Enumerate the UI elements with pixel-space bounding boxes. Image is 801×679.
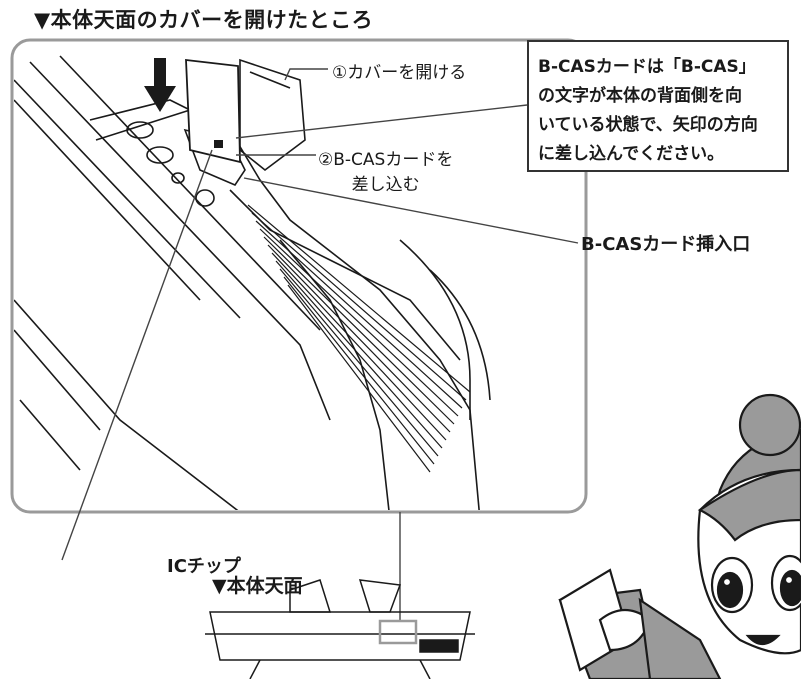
character-illustration (558, 393, 801, 679)
card-slot-label: B-CASカード挿入口 (581, 234, 751, 255)
tv-top-view (205, 579, 475, 679)
step1-label: ①カバーを開ける (332, 63, 467, 83)
b-cas-card (185, 58, 241, 164)
insert-arrow-icon (144, 58, 176, 112)
top-view-label: ▼本体天面 (212, 575, 303, 597)
leader-lines (61, 68, 579, 620)
note-line-3: いている状態で、矢印の方向 (538, 115, 758, 135)
note-line-1: B-CASカードは「B-CAS」 (538, 57, 756, 77)
ic-chip-label: ICチップ (167, 556, 241, 577)
step2-line2: 差し込む (351, 175, 420, 195)
note-line-4: に差し込んでください。 (538, 144, 725, 164)
diagram-heading: ▼本体天面のカバーを開けたところ (34, 8, 374, 32)
instruction-note-box: B-CASカードは「B-CAS」 の文字が本体の背面側を向 いている状態で、矢印… (527, 40, 789, 172)
note-line-2: の文字が本体の背面側を向 (538, 86, 742, 106)
step2-label: ②B-CASカードを 差し込む (318, 148, 453, 198)
step2-line1: ②B-CASカードを (318, 150, 454, 170)
